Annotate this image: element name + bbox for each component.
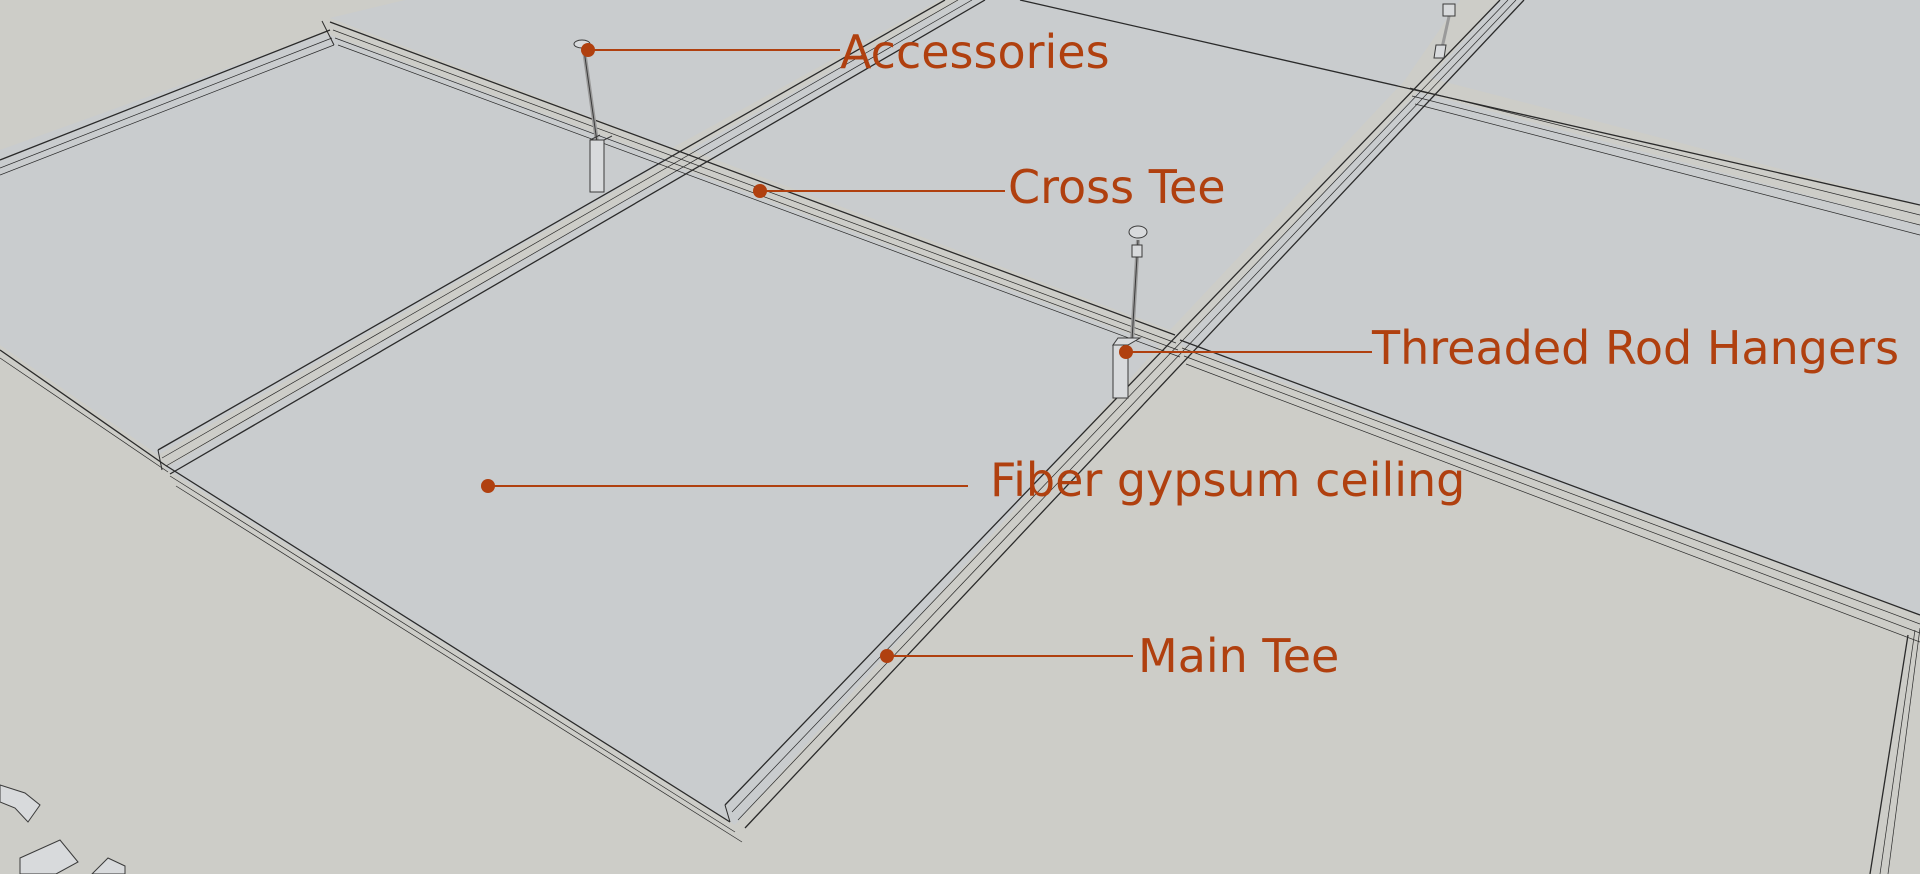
label-main-tee: Main Tee [1138, 629, 1339, 683]
main-tee-front [724, 0, 1525, 829]
label-fiber-gypsum-ceiling: Fiber gypsum ceiling [990, 453, 1465, 507]
cross-tee-right [1019, 0, 1920, 236]
callout-threaded-rod-hangers: Threaded Rod Hangers [1119, 321, 1899, 375]
callout-fiber-gypsum-ceiling: Fiber gypsum ceiling [481, 453, 1465, 507]
ceiling-panel [1180, 92, 1920, 615]
cross-tee-right-lower [1179, 339, 1920, 643]
ceiling-panel [0, 33, 668, 455]
leader-dot [880, 649, 894, 663]
leader-dot [753, 184, 767, 198]
hanger-assembly-top-right [1433, 3, 1456, 59]
hanger-assembly-center [1112, 225, 1148, 399]
leader-dot [581, 43, 595, 57]
label-threaded-rod-hangers: Threaded Rod Hangers [1371, 321, 1899, 375]
leader-dot [1119, 345, 1133, 359]
ceiling-panel [690, 0, 1460, 330]
callout-accessories: Accessories [581, 25, 1110, 79]
main-tee-center [157, 0, 986, 475]
loose-accessory-pieces [0, 784, 126, 874]
main-tee-left [0, 349, 743, 843]
leader-dot [481, 479, 495, 493]
edge-right [1869, 627, 1920, 874]
label-cross-tee: Cross Tee [1008, 160, 1226, 214]
cross-tee-left [0, 20, 335, 176]
label-accessories: Accessories [840, 25, 1110, 79]
ceiling-panel [1430, 0, 1920, 205]
ceiling-panel [330, 0, 940, 148]
callout-cross-tee: Cross Tee [753, 160, 1226, 214]
callout-main-tee: Main Tee [880, 629, 1339, 683]
